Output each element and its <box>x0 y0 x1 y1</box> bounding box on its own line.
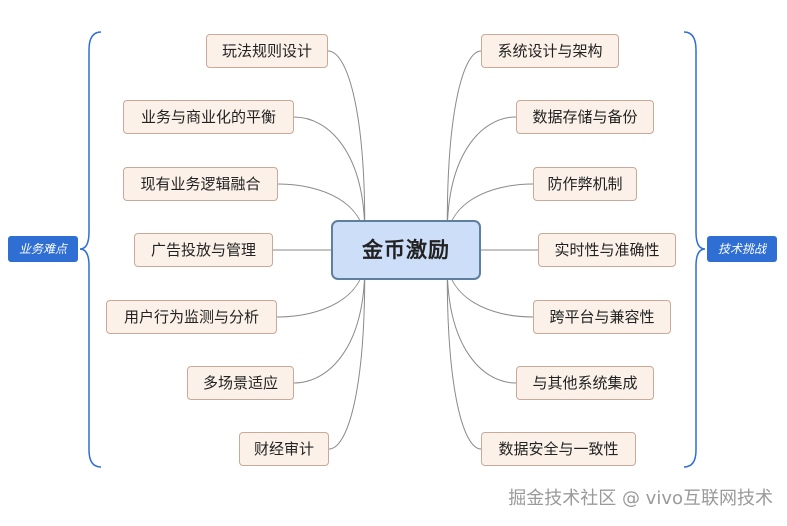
watermark: 掘金技术社区 @ vivo互联网技术 <box>508 488 773 509</box>
connector-right-node-storage-backup <box>446 116 517 234</box>
right-node-data-security[interactable]: 数据安全与一致性 <box>481 432 636 466</box>
right-group-bracket <box>683 31 706 468</box>
connector-left-node-business-commercial-balance <box>293 116 366 234</box>
right-node-storage-backup[interactable]: 数据存储与备份 <box>516 100 654 134</box>
left-node-existing-logic-merge[interactable]: 现有业务逻辑融合 <box>123 167 278 201</box>
connector-left-node-multi-scenario <box>293 266 366 384</box>
left-node-multi-scenario[interactable]: 多场景适应 <box>187 366 294 400</box>
right-node-cross-platform[interactable]: 跨平台与兼容性 <box>533 300 671 334</box>
left-group-label[interactable]: 业务难点 <box>8 236 78 262</box>
connector-right-node-system-architecture <box>446 50 482 226</box>
left-node-business-commercial-balance[interactable]: 业务与商业化的平衡 <box>123 100 294 134</box>
right-node-system-architecture[interactable]: 系统设计与架构 <box>481 34 619 68</box>
left-group-bracket <box>79 31 102 468</box>
connector-left-node-gameplay-rules <box>327 50 366 226</box>
connector-left-node-financial-audit <box>328 274 366 450</box>
central-topic[interactable]: 金币激励 <box>331 220 481 280</box>
left-node-ad-delivery[interactable]: 广告投放与管理 <box>134 233 273 267</box>
left-node-financial-audit[interactable]: 财经审计 <box>239 432 329 466</box>
right-node-anti-cheat[interactable]: 防作弊机制 <box>533 167 637 201</box>
right-node-system-integration[interactable]: 与其他系统集成 <box>516 366 654 400</box>
left-node-user-behavior-analysis[interactable]: 用户行为监测与分析 <box>106 300 277 334</box>
connector-right-node-system-integration <box>446 266 517 384</box>
right-group-label[interactable]: 技术挑战 <box>707 236 777 262</box>
connector-right-node-data-security <box>446 274 482 450</box>
left-node-gameplay-rules[interactable]: 玩法规则设计 <box>206 34 328 68</box>
right-node-realtime-accuracy[interactable]: 实时性与准确性 <box>538 233 676 267</box>
